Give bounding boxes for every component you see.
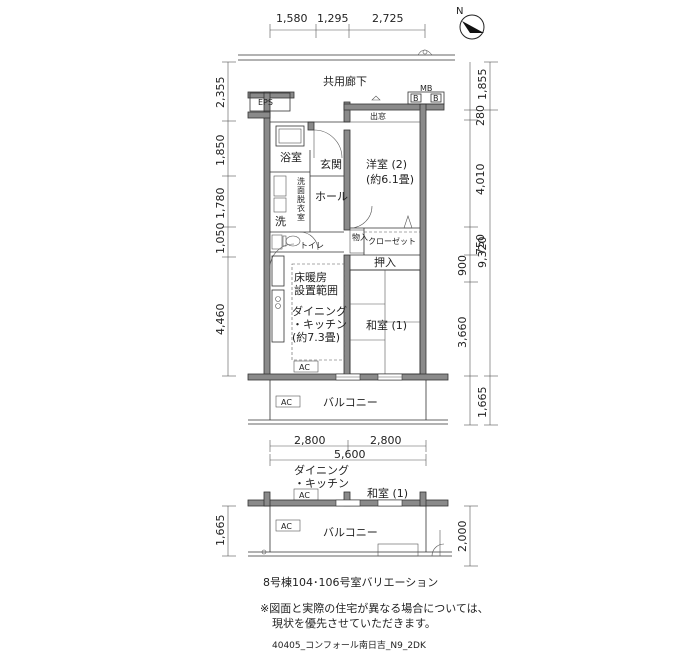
bath-label: 浴室 <box>280 150 302 164</box>
variant-japanese-label: 和室 (1) <box>367 486 408 500</box>
bathroom: 浴室 <box>275 125 305 164</box>
mb-label: MB <box>420 84 432 93</box>
ac2-label: AC <box>281 398 292 407</box>
dim-left-5: 4,460 <box>214 304 227 336</box>
dim-bottom-2: 2,800 <box>370 434 402 447</box>
bottom-dimensions: 2,800 2,800 5,600 <box>269 434 427 466</box>
floor-heat-label-2: 設置範囲 <box>294 283 338 297</box>
variant-dk-label-2: ・キッチン <box>294 477 349 490</box>
oshiire-label: 押入 <box>374 255 396 269</box>
b2-label: B <box>433 94 439 103</box>
dim-left-4: 1,050 <box>214 223 227 255</box>
washroom-label-4: 衣 <box>297 203 305 213</box>
dim-bottom-total: 5,600 <box>334 448 366 461</box>
washroom-label-1: 洗 <box>297 176 305 186</box>
storage-label: 物入 <box>352 232 368 242</box>
dim-right-inner-1: 280 <box>474 105 487 126</box>
bay-window: 出窓 <box>349 109 421 123</box>
top-dimensions: 1,580 1,295 2,725 <box>269 12 426 38</box>
dk-label-2: ・キッチン <box>292 318 347 331</box>
dim-right-inner-4: 900 <box>456 255 469 276</box>
dim-right-outer-2: 9,320 <box>476 237 489 269</box>
footer-id: 40405_コンフォール南日吉_N9_2DK <box>272 641 426 651</box>
north-label: N <box>456 6 463 17</box>
variant-dimensions: 1,665 2,000 <box>214 505 478 567</box>
japanese-room: 和室 (1) <box>349 269 421 375</box>
floor-heat-label-1: 床暖房 <box>294 270 327 284</box>
japanese-room-label: 和室 (1) <box>366 318 407 332</box>
dk-size-label: (約7.3畳) <box>292 330 340 344</box>
eps-label: EPS <box>258 98 273 107</box>
variant-dk-label-1: ダイニング <box>294 463 349 477</box>
dim-left-1: 2,355 <box>214 77 227 109</box>
corridor: 共用廊下 <box>238 49 455 88</box>
left-dimensions: 2,355 1,850 1,780 1,050 4,460 <box>214 61 236 377</box>
note-line-1: ※図面と実際の住宅が異なる場合については、 <box>260 602 489 615</box>
western-triangle <box>403 215 413 229</box>
dim-right-inner-2: 4,010 <box>474 164 487 196</box>
variant-balcony-label: バルコニー <box>323 526 378 539</box>
ac1-label: AC <box>299 363 310 372</box>
dim-left-2: 1,850 <box>214 135 227 167</box>
variant-ac2-label: AC <box>281 522 292 531</box>
dim-top-1: 1,580 <box>276 12 308 25</box>
dk-label-1: ダイニング <box>292 304 347 318</box>
dim-bottom-1: 2,800 <box>294 434 326 447</box>
balcony: AC バルコニー <box>248 380 448 425</box>
variation-caption: 8号棟104･106号室バリエーション <box>263 576 439 589</box>
window-label: 出窓 <box>370 111 386 121</box>
variation-plan: ダイニング ・キッチン AC 和室 (1) AC バルコニー <box>247 463 452 557</box>
bottom-windows <box>335 373 403 381</box>
dim-variant-right: 2,000 <box>456 521 469 553</box>
walls <box>247 91 449 381</box>
western-room-label: 洋室 (2) <box>366 157 407 171</box>
b1-label: B <box>413 94 419 103</box>
corridor-label: 共用廊下 <box>323 74 367 88</box>
note-line-2: 現状を優先させていただきます。 <box>272 617 436 630</box>
balcony-label: バルコニー <box>323 396 378 409</box>
dim-right-outer-3: 1,665 <box>476 387 489 419</box>
eps-mb: EPS MB B B <box>249 84 445 112</box>
variant-ac1-label: AC <box>299 491 310 500</box>
toilet: トイレ <box>271 234 324 250</box>
washroom: 洗 面 脱 衣 室 洗 <box>273 175 305 228</box>
right-outer-dimensions: 1,855 9,320 1,665 <box>476 61 498 426</box>
dim-right-inner-5: 3,660 <box>456 317 469 349</box>
dining-kitchen: 床暖房 設置範囲 ダイニング ・キッチン (約7.3畳) AC <box>271 255 347 373</box>
dim-left-3: 1,780 <box>214 188 227 220</box>
right-inner-dimensions: 280 4,010 750 900 3,660 <box>456 62 487 426</box>
closet-label: クローゼット <box>368 236 416 246</box>
washroom-label-5: 室 <box>297 212 305 222</box>
dim-top-3: 2,725 <box>372 12 404 25</box>
western-room-size: (約6.1畳) <box>366 172 414 186</box>
washroom-label-2: 面 <box>297 186 305 195</box>
entrance-label: 玄関 <box>320 157 342 171</box>
north-arrow-icon: N <box>456 6 485 40</box>
hall-label: ホール <box>315 190 348 203</box>
dim-variant-left: 1,665 <box>214 515 227 547</box>
toilet-label: トイレ <box>300 241 324 250</box>
dim-right-outer-1: 1,855 <box>476 69 489 101</box>
washroom-label-3: 脱 <box>297 194 305 204</box>
wash-label: 洗 <box>275 215 286 228</box>
dim-right-inner-3: 750 <box>474 234 487 255</box>
dim-top-2: 1,295 <box>317 12 349 25</box>
